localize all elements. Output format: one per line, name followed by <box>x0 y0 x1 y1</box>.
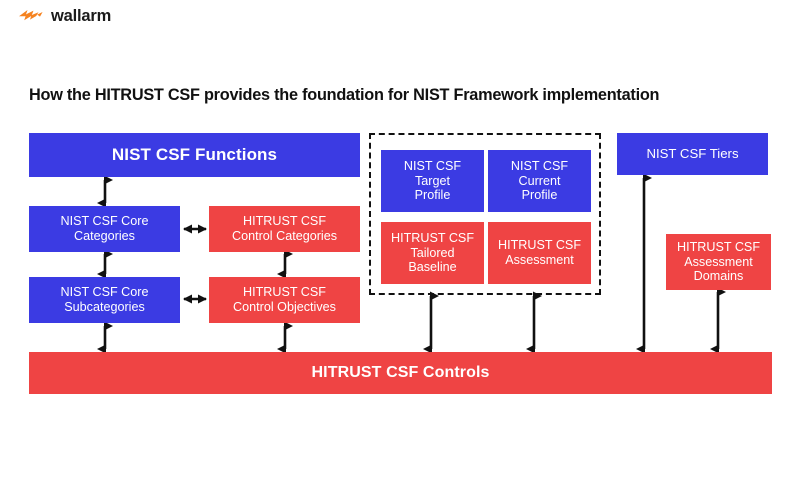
node-label: NIST CSF Tiers <box>646 146 739 162</box>
profile-assessment-group-outline <box>369 133 601 295</box>
node-label: NIST CSF Functions <box>111 144 278 164</box>
wallarm-bolt-icon <box>19 10 43 21</box>
node-hitrust-csf-controls[interactable]: HITRUST CSF Controls <box>29 352 772 394</box>
node-nist-csf-functions[interactable]: NIST CSF Functions <box>29 133 360 177</box>
node-nist-csf-tiers[interactable]: NIST CSF Tiers <box>617 133 768 175</box>
wallarm-logo: wallarm <box>18 8 111 25</box>
diagram-title: How the HITRUST CSF provides the foundat… <box>29 86 660 104</box>
wallarm-wordmark: wallarm <box>51 7 112 25</box>
node-label: HITRUST CSF Controls <box>311 363 490 381</box>
